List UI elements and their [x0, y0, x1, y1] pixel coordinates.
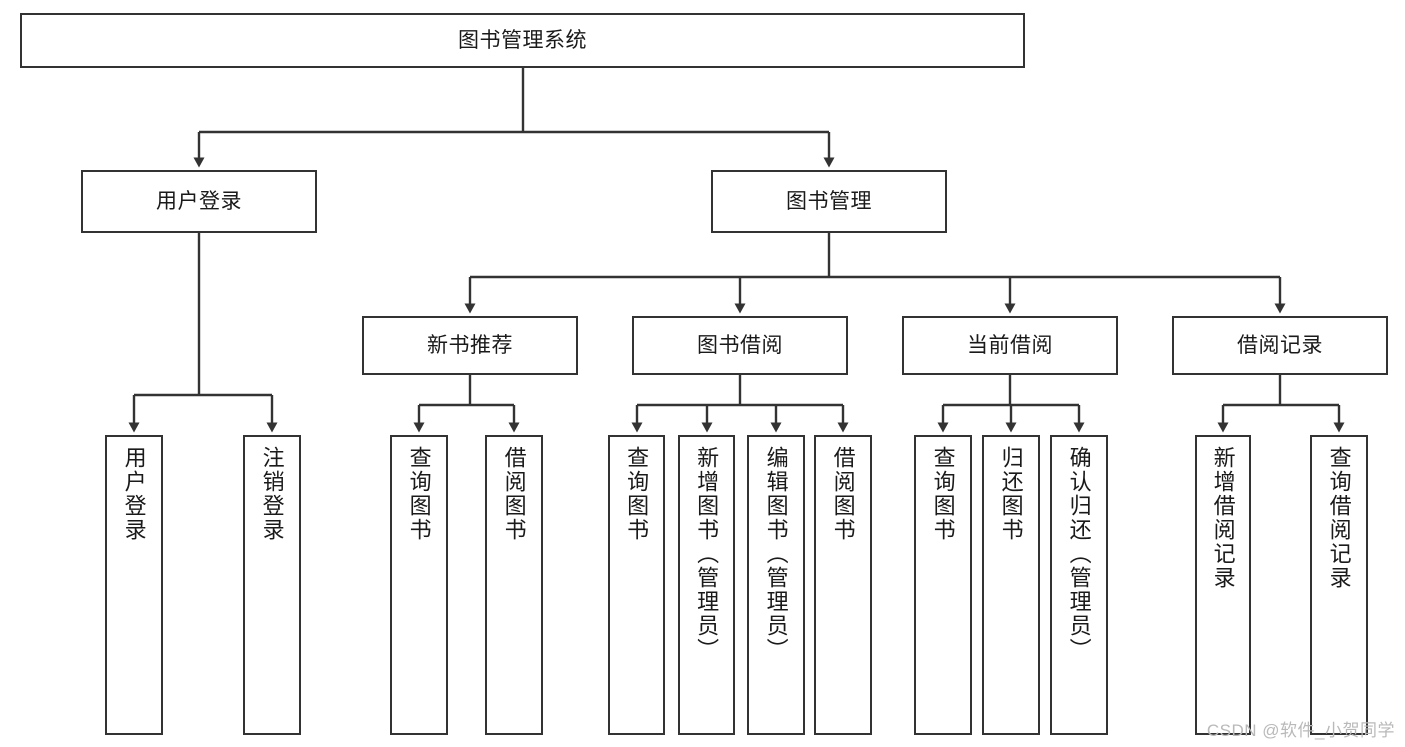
- node-label: 查询借阅记录: [1326, 446, 1352, 590]
- node-leaf2[interactable]: 注销登录: [243, 435, 301, 735]
- node-leaf1[interactable]: 用户登录: [105, 435, 163, 735]
- node-label: 新增图书（管理员）: [694, 446, 720, 662]
- node-label: 图书借阅: [697, 333, 783, 357]
- node-leaf6[interactable]: 新增图书（管理员）: [678, 435, 735, 735]
- node-label: 图书管理: [786, 189, 872, 213]
- node-leaf4[interactable]: 借阅图书: [485, 435, 543, 735]
- node-label: 查询图书: [406, 446, 432, 542]
- node-root[interactable]: 图书管理系统: [20, 13, 1025, 68]
- node-leaf5[interactable]: 查询图书: [608, 435, 665, 735]
- node-label: 用户登录: [156, 189, 242, 213]
- node-leaf10[interactable]: 归还图书: [982, 435, 1040, 735]
- watermark-text: CSDN @软件_小贺同学: [1206, 721, 1395, 740]
- node-l2a[interactable]: 新书推荐: [362, 316, 578, 375]
- node-label: 用户登录: [121, 446, 147, 542]
- node-label: 借阅记录: [1237, 333, 1323, 357]
- node-label: 确认归还（管理员）: [1066, 446, 1092, 662]
- node-l2b[interactable]: 图书借阅: [632, 316, 848, 375]
- node-leaf8[interactable]: 借阅图书: [814, 435, 872, 735]
- node-label: 归还图书: [998, 446, 1024, 542]
- node-leaf9[interactable]: 查询图书: [914, 435, 972, 735]
- node-l1a[interactable]: 用户登录: [81, 170, 317, 233]
- node-leaf11[interactable]: 确认归还（管理员）: [1050, 435, 1108, 735]
- node-label: 图书管理系统: [458, 28, 587, 52]
- node-l2d[interactable]: 借阅记录: [1172, 316, 1388, 375]
- node-leaf7[interactable]: 编辑图书（管理员）: [747, 435, 805, 735]
- node-label: 借阅图书: [830, 446, 856, 542]
- node-leaf3[interactable]: 查询图书: [390, 435, 448, 735]
- node-label: 注销登录: [259, 446, 285, 542]
- node-label: 当前借阅: [967, 333, 1053, 357]
- node-l2c[interactable]: 当前借阅: [902, 316, 1118, 375]
- node-leaf13[interactable]: 查询借阅记录: [1310, 435, 1368, 735]
- node-label: 新书推荐: [427, 333, 513, 357]
- node-l1b[interactable]: 图书管理: [711, 170, 947, 233]
- node-label: 编辑图书（管理员）: [763, 446, 789, 662]
- node-label: 新增借阅记录: [1210, 446, 1236, 590]
- node-label: 查询图书: [624, 446, 650, 542]
- node-leaf12[interactable]: 新增借阅记录: [1195, 435, 1251, 735]
- node-label: 借阅图书: [501, 446, 527, 542]
- node-label: 查询图书: [930, 446, 956, 542]
